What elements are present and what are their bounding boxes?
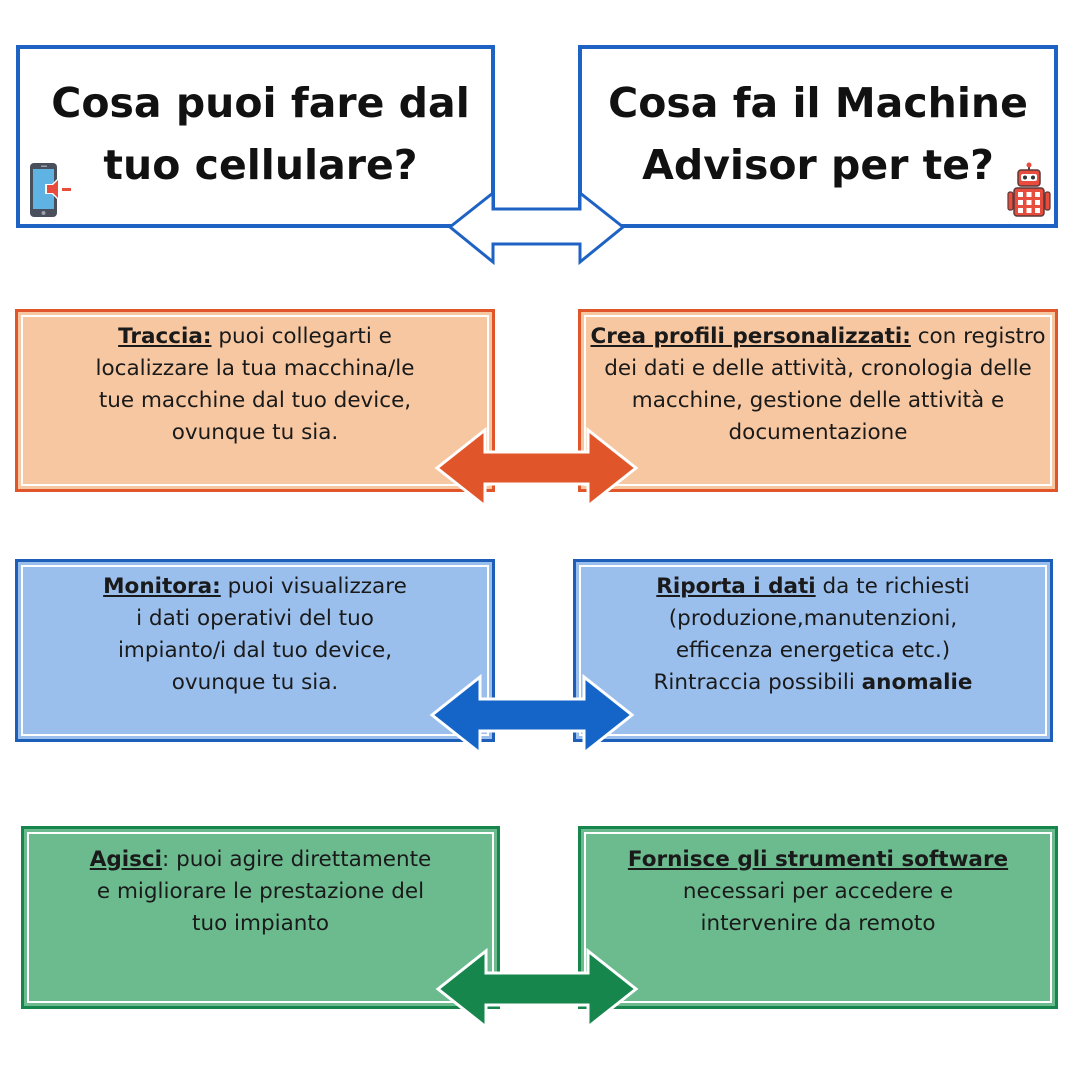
row1-right-line3: macchine, gestione delle attività e <box>631 387 1005 413</box>
row3-left-label: Agisci <box>89 846 163 872</box>
row2-left-line3: impianto/i dal tuo device, <box>117 637 393 663</box>
row3-left-line1: Agisci: puoi agire direttamente <box>89 846 432 872</box>
row3-left-line3: tuo impianto <box>192 910 329 936</box>
header-left-line2: tuo cellulare? <box>103 140 418 189</box>
row2-right-line3: efficenza energetica etc.) <box>675 637 951 663</box>
row2-right-line1: Riporta i dati da te richiesti <box>656 573 970 599</box>
row3-right-line3: intervenire da remoto <box>700 910 936 936</box>
row1-right-line2: dei dati e delle attività, cronologia de… <box>604 355 1032 381</box>
phone-speaker-icon <box>30 163 71 217</box>
row2-left-label: Monitora: <box>103 573 221 599</box>
row3-right-box: Fornisce gli strumenti software necessar… <box>578 826 1058 1009</box>
header-right-box: Cosa fa il Machine Advisor per te? <box>578 45 1058 228</box>
row3-right-line1: Fornisce gli strumenti software <box>628 844 1008 876</box>
row1-left-line4: ovunque tu sia. <box>171 419 339 445</box>
row3-left-box: Agisci: puoi agire direttamente e miglio… <box>21 826 500 1009</box>
row3-left-line2: e migliorare le prestazione del <box>96 878 425 904</box>
row2-left-line4: ovunque tu sia. <box>171 669 339 695</box>
row3-right-line2: necessari per accedere e <box>682 878 954 904</box>
header-right-line1: Cosa fa il Machine <box>608 78 1028 127</box>
row1-left-line3: tue macchine dal tuo device, <box>98 387 412 413</box>
row2-right-box: Riporta i dati da te richiesti (produzio… <box>573 559 1053 742</box>
row2-right-line4: Rintraccia possibili anomalie <box>653 669 973 695</box>
row2-left-box: Monitora: puoi visualizzare i dati opera… <box>15 559 495 742</box>
row2-left-line1: Monitora: puoi visualizzare <box>103 573 407 599</box>
row2-right-line2: (produzione,manutenzioni, <box>668 605 958 631</box>
row1-right-line4: documentazione <box>728 419 908 445</box>
row1-left-line1: Traccia: puoi collegarti e <box>118 323 392 349</box>
row1-left-line2: localizzare la tua macchina/le <box>95 355 415 381</box>
header-right-line2: Advisor per te? <box>642 140 994 189</box>
row1-right-line1: Crea profili personalizzati: con registr… <box>590 323 1046 349</box>
robot-icon <box>1007 162 1051 217</box>
header-left-box: Cosa puoi fare dal tuo cellulare? <box>16 45 495 228</box>
row1-right-box: Crea profili personalizzati: con registr… <box>578 309 1058 492</box>
row2-right-bold-end: anomalie <box>861 669 973 695</box>
row1-left-box: Traccia: puoi collegarti e localizzare l… <box>15 309 495 492</box>
row2-left-line2: i dati operativi del tuo <box>136 605 374 631</box>
row2-right-label: Riporta i dati <box>656 573 816 599</box>
row1-left-label: Traccia: <box>118 323 212 349</box>
row1-right-label: Crea profili personalizzati: <box>590 323 911 349</box>
header-left-line1: Cosa puoi fare dal <box>51 78 470 127</box>
row3-right-label: Fornisce gli strumenti software <box>627 846 1009 872</box>
